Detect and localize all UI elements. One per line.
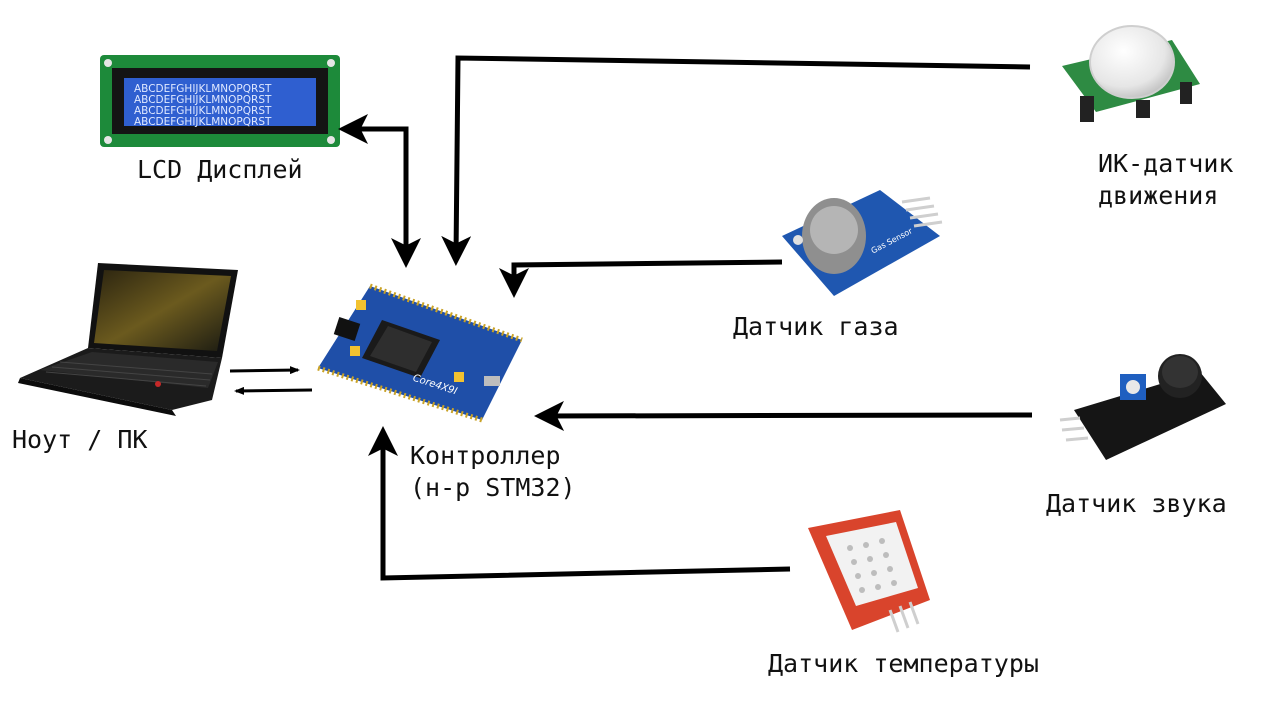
gas-sensor-image: Gas Sensor — [782, 190, 943, 296]
lcd-display-label: LCD Дисплей — [137, 155, 303, 184]
lcd-screen-line: ABCDEFGHIJKLMNOPQRST — [134, 105, 272, 117]
pir-sensor-image — [1062, 25, 1200, 122]
arrow-gas-controller — [499, 259, 783, 298]
temperature-sensor-image — [808, 510, 930, 633]
sound-sensor-image — [1059, 354, 1226, 460]
arrow-temperature-controller — [368, 426, 791, 581]
lcd-screen-line: ABCDEFGHIJKLMNOPQRST — [134, 116, 272, 128]
controller-label-line1: Контроллер — [410, 441, 561, 470]
controller-board-image: Core4X9I — [317, 283, 523, 423]
lcd-display-image: ABCDEFGHIJKLMNOPQRST ABCDEFGHIJKLMNOPQRS… — [100, 55, 340, 147]
pir-sensor-label-line2: движения — [1098, 181, 1219, 210]
temperature-sensor-label: Датчик температуры — [768, 649, 1039, 678]
gas-sensor-label: Датчик газа — [733, 312, 899, 341]
arrow-sound-controller — [534, 400, 1033, 431]
controller-label-line2: (н-р STM32) — [410, 473, 576, 502]
arrow-pc-controller — [229, 366, 300, 375]
lcd-screen-line: ABCDEFGHIJKLMNOPQRST — [134, 83, 272, 95]
lcd-screen-line: ABCDEFGHIJKLMNOPQRST — [134, 94, 272, 106]
arrow-controller-pc — [234, 386, 313, 395]
arrow-controller-lcd — [338, 114, 409, 258]
laptop-image — [18, 263, 238, 416]
sound-sensor-label: Датчик звука — [1046, 489, 1227, 518]
arrow-pir-controller — [441, 55, 1031, 266]
pc-label: Ноут / ПК — [12, 425, 148, 454]
pir-sensor-label-line1: ИК-датчик — [1098, 149, 1234, 178]
